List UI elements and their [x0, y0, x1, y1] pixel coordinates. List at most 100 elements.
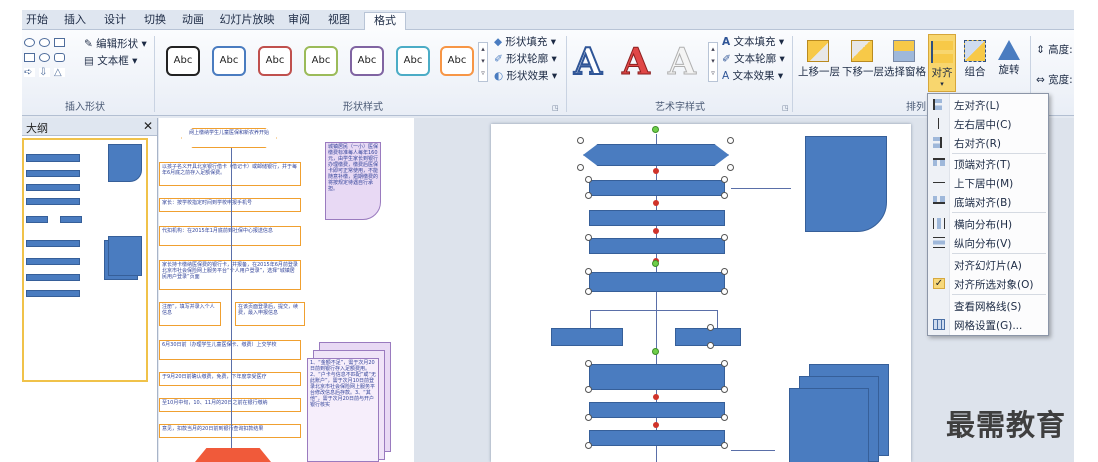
connection-point[interactable]	[653, 168, 659, 174]
resize-handle[interactable]	[577, 137, 584, 144]
shape-style-gallery-scroll[interactable]: ▴▾▿	[478, 42, 488, 82]
rectangle-shape-icon[interactable]	[24, 53, 35, 62]
wordart-gallery-scroll[interactable]: ▴▾▿	[708, 42, 718, 82]
multidoc-shape[interactable]	[789, 388, 869, 462]
process-shape[interactable]	[589, 180, 725, 196]
menu-item-align-selected[interactable]: ✓ 对齐所选对象(O)	[928, 274, 1048, 293]
process-shape[interactable]	[589, 210, 725, 226]
connection-point[interactable]	[653, 200, 659, 206]
wordart-dialog-launcher-icon[interactable]: ◳	[782, 104, 789, 112]
textbox-shape-icon[interactable]	[54, 38, 65, 47]
connection-point[interactable]	[653, 394, 659, 400]
branch-left-shape[interactable]	[551, 328, 623, 346]
resize-handle[interactable]	[585, 360, 592, 367]
shape-style-swatch-black[interactable]: Abc	[166, 46, 200, 76]
menu-item-grid-settings[interactable]: 网格设置(G)...	[928, 315, 1048, 334]
tab-view[interactable]: 视图	[328, 13, 350, 26]
edit-shape-button[interactable]: ✎ 编辑形状 ▾	[84, 38, 147, 50]
resize-handle[interactable]	[721, 442, 728, 449]
menu-item-align-top[interactable]: 顶端对齐(T)	[928, 154, 1048, 173]
process-shape[interactable]	[589, 430, 725, 446]
resize-handle[interactable]	[707, 342, 714, 349]
shape-style-swatch-blue[interactable]: Abc	[212, 46, 246, 76]
connection-point[interactable]	[653, 422, 659, 428]
menu-item-distribute-horizontal[interactable]: 横向分布(H)	[928, 214, 1048, 233]
tab-home[interactable]: 开始	[26, 13, 48, 26]
shape-effects-button[interactable]: ◐ 形状效果 ▾	[494, 70, 558, 82]
resize-handle[interactable]	[721, 234, 728, 241]
resize-handle[interactable]	[585, 288, 592, 295]
document-shape[interactable]	[805, 136, 887, 232]
text-effects-button[interactable]: A 文本效果 ▾	[722, 70, 784, 82]
oval-shape-icon[interactable]	[24, 38, 35, 47]
hexagon-shape[interactable]	[583, 144, 729, 166]
process-shape[interactable]	[589, 402, 725, 418]
process-shape[interactable]	[589, 238, 725, 254]
send-backward-button[interactable]: 下移一层	[842, 40, 884, 79]
resize-handle[interactable]	[721, 268, 728, 275]
resize-handle[interactable]	[585, 268, 592, 275]
tab-review[interactable]: 审阅	[288, 13, 310, 26]
resize-handle[interactable]	[585, 234, 592, 241]
connection-point[interactable]	[653, 228, 659, 234]
shape-style-swatch-aqua[interactable]: Abc	[396, 46, 430, 76]
shape-style-swatch-green[interactable]: Abc	[304, 46, 338, 76]
menu-item-align-center[interactable]: 左右居中(C)	[928, 114, 1048, 133]
group-button[interactable]: 组合	[960, 40, 990, 79]
close-icon[interactable]: ✕	[142, 119, 153, 133]
width-field[interactable]: ⇔ 宽度:	[1036, 72, 1073, 87]
resize-handle[interactable]	[585, 414, 592, 421]
menu-item-align-bottom[interactable]: 底端对齐(B)	[928, 192, 1048, 211]
tab-design[interactable]: 设计	[104, 13, 126, 26]
rotate-handle[interactable]	[652, 126, 659, 133]
arrow-right-shape-icon[interactable]: ➪	[24, 68, 35, 78]
text-outline-button[interactable]: ✐ 文本轮廓 ▾	[722, 53, 785, 65]
resize-handle[interactable]	[721, 386, 728, 393]
shape-style-swatch-purple[interactable]: Abc	[350, 46, 384, 76]
shape-style-swatch-red[interactable]: Abc	[258, 46, 292, 76]
resize-handle[interactable]	[577, 164, 584, 171]
resize-handle[interactable]	[707, 324, 714, 331]
resize-handle[interactable]	[721, 176, 728, 183]
resize-handle[interactable]	[721, 414, 728, 421]
resize-handle[interactable]	[585, 176, 592, 183]
process-shape[interactable]	[589, 364, 725, 390]
resize-handle[interactable]	[585, 192, 592, 199]
tab-slideshow[interactable]: 幻灯片放映	[219, 13, 275, 26]
rotate-handle[interactable]	[652, 348, 659, 355]
menu-item-distribute-vertical[interactable]: 纵向分布(V)	[928, 233, 1048, 252]
height-field[interactable]: ⇕ 高度:	[1036, 42, 1073, 57]
resize-handle[interactable]	[721, 192, 728, 199]
wordart-red-fill[interactable]: A	[622, 41, 651, 83]
shape-style-swatch-orange[interactable]: Abc	[440, 46, 474, 76]
text-box-button[interactable]: ▤ 文本框 ▾	[84, 55, 138, 67]
shape-fill-button[interactable]: ◆ 形状填充 ▾	[494, 36, 557, 48]
menu-item-align-right[interactable]: 右对齐(R)	[928, 133, 1048, 152]
triangle-shape-icon[interactable]: △	[54, 68, 65, 78]
resize-handle[interactable]	[727, 164, 734, 171]
shape-outline-button[interactable]: ✐ 形状轮廓 ▾	[494, 53, 557, 65]
tab-animations[interactable]: 动画	[182, 13, 204, 26]
wordart-light-fill[interactable]: A	[668, 41, 697, 83]
slide-thumbnail[interactable]	[22, 138, 148, 382]
menu-item-view-gridlines[interactable]: 查看网格线(S)	[928, 296, 1048, 315]
selection-pane-button[interactable]: 选择窗格	[884, 40, 926, 79]
shape-styles-dialog-launcher-icon[interactable]: ◳	[552, 104, 559, 112]
resize-handle[interactable]	[721, 360, 728, 367]
resize-handle[interactable]	[721, 288, 728, 295]
resize-handle[interactable]	[727, 137, 734, 144]
rotate-button[interactable]: 旋转	[994, 40, 1024, 77]
menu-item-align-left[interactable]: 左对齐(L)	[928, 95, 1048, 114]
ellipse-shape-icon[interactable]	[39, 53, 50, 62]
align-button[interactable]: 对齐 ▾	[928, 34, 956, 92]
arrow-down-shape-icon[interactable]: ⇩	[39, 68, 50, 78]
resize-handle[interactable]	[585, 442, 592, 449]
wordart-outline-blue[interactable]: A	[573, 41, 603, 83]
rotate-handle[interactable]	[652, 260, 659, 267]
tab-transitions[interactable]: 切换	[144, 13, 166, 26]
tab-insert[interactable]: 插入	[64, 13, 86, 26]
tab-format[interactable]: 格式	[364, 12, 406, 31]
resize-handle[interactable]	[585, 386, 592, 393]
menu-item-align-middle[interactable]: 上下居中(M)	[928, 173, 1048, 192]
bring-forward-button[interactable]: 上移一层	[798, 40, 840, 79]
